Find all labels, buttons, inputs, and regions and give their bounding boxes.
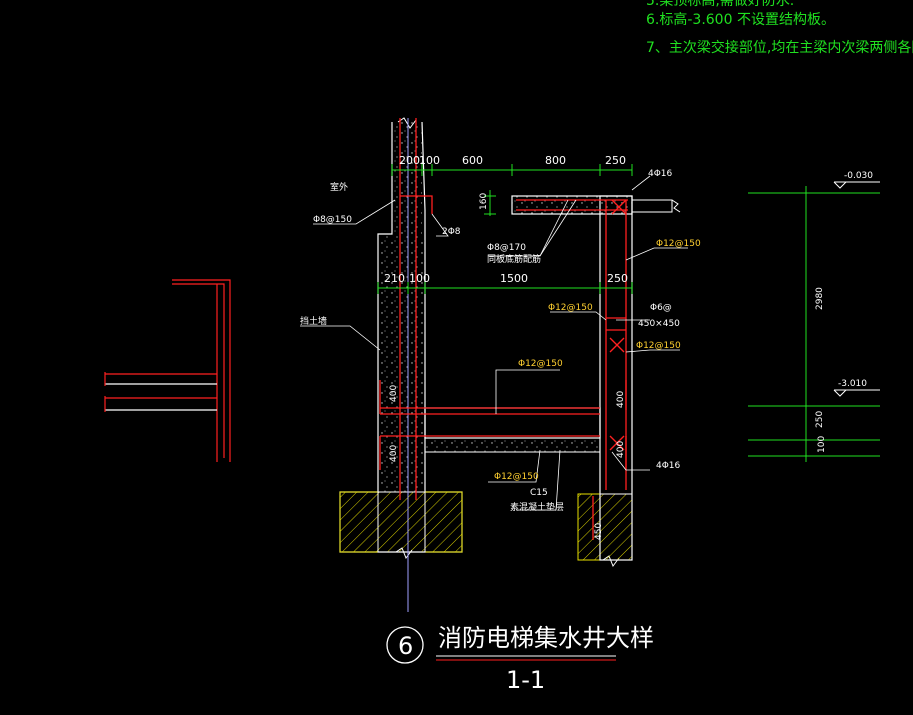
detail-number: 6 bbox=[398, 632, 413, 660]
elevation-diagram: -0.030 -3.010 2980 250 100 bbox=[748, 171, 880, 462]
section-drawing: 200 100 600 800 250 210 100 1500 250 160… bbox=[300, 117, 701, 612]
note-line-5: 5.梁顶标高,需做好防水. bbox=[646, 0, 794, 9]
elev-100: 100 bbox=[817, 436, 827, 453]
note-line-6: 6.标高-3.600 不设置结构板。 bbox=[646, 11, 835, 28]
bottom-slab bbox=[424, 407, 601, 439]
note-line-7: 7、主次梁交接部位,均在主梁内次梁两侧各附加3Φd@50 bbox=[646, 39, 913, 56]
elev-bottom: -3.010 bbox=[838, 379, 867, 389]
label-12-150-c: Φ12@150 bbox=[636, 341, 681, 351]
label-rebar-slab: Φ8@170 bbox=[487, 243, 526, 253]
elev-top: -0.030 bbox=[844, 171, 873, 181]
elev-250: 250 bbox=[815, 411, 825, 428]
title-block: 6 消防电梯集水井大样 1-1 bbox=[386, 624, 654, 694]
label-2d8: 2Φ8 bbox=[442, 227, 461, 237]
dim-mid-1500: 1500 bbox=[500, 272, 528, 285]
label-rebar-wall: Φ8@150 bbox=[313, 215, 352, 225]
dim-wall-400-b: 400 bbox=[389, 445, 399, 462]
break-mark-bottom bbox=[395, 547, 413, 560]
dim-mid-210: 210 bbox=[384, 272, 405, 285]
general-notes: 5.梁顶标高,需做好防水. 6.标高-3.600 不设置结构板。 7、主次梁交接… bbox=[646, 0, 913, 56]
leaders bbox=[300, 175, 688, 511]
left-wall bbox=[339, 121, 463, 553]
top-slab-extension bbox=[631, 199, 673, 213]
break-mark-top bbox=[397, 117, 417, 129]
rebars bbox=[379, 118, 628, 540]
dim-slab-160: 160 bbox=[479, 193, 489, 210]
label-exterior: 室外 bbox=[330, 181, 348, 193]
detail-number-circle bbox=[386, 626, 424, 664]
right-footing bbox=[577, 493, 633, 561]
detail-title: 消防电梯集水井大样 bbox=[438, 624, 654, 652]
dim-right-400-a: 400 bbox=[616, 391, 626, 408]
dim-top-600: 600 bbox=[462, 154, 483, 167]
left-rebar-symbol bbox=[104, 279, 231, 462]
dim-mid-250: 250 bbox=[607, 272, 628, 285]
label-12-150-a: Φ12@150 bbox=[656, 239, 701, 249]
dim-right-400-b: 400 bbox=[616, 441, 626, 458]
elev-height: 2980 bbox=[815, 287, 825, 310]
label-12-150-d: Φ12@150 bbox=[518, 359, 563, 369]
dim-mid-100: 100 bbox=[409, 272, 430, 285]
left-footing-hatch bbox=[339, 491, 463, 553]
label-cushion: 素混凝土垫层 bbox=[510, 501, 564, 513]
label-4d16-top: 4Φ16 bbox=[648, 169, 673, 179]
cushion-layer bbox=[424, 437, 601, 453]
label-slab-note: 同板底筋配筋 bbox=[487, 253, 541, 265]
dim-top-200: 200 bbox=[399, 154, 420, 167]
label-retaining-wall: 挡土墙 bbox=[300, 315, 327, 327]
label-concrete-grade: C15 bbox=[530, 488, 548, 498]
label-12-150-e: Φ12@150 bbox=[494, 472, 539, 482]
label-opening: 450×450 bbox=[638, 319, 680, 329]
label-12-150-b: Φ12@150 bbox=[548, 303, 593, 313]
dim-top-100: 100 bbox=[419, 154, 440, 167]
dim-top-250: 250 bbox=[605, 154, 626, 167]
dimension-lines bbox=[377, 164, 633, 294]
section-label: 1-1 bbox=[506, 666, 545, 694]
label-4d16-bot: 4Φ16 bbox=[656, 461, 681, 471]
dim-top-800: 800 bbox=[545, 154, 566, 167]
label-rebar-6: Φ6@ bbox=[650, 303, 672, 313]
dim-foot-450: 450 bbox=[594, 523, 604, 540]
left-wall-hatch bbox=[377, 491, 426, 553]
dim-wall-400-a: 400 bbox=[389, 385, 399, 402]
